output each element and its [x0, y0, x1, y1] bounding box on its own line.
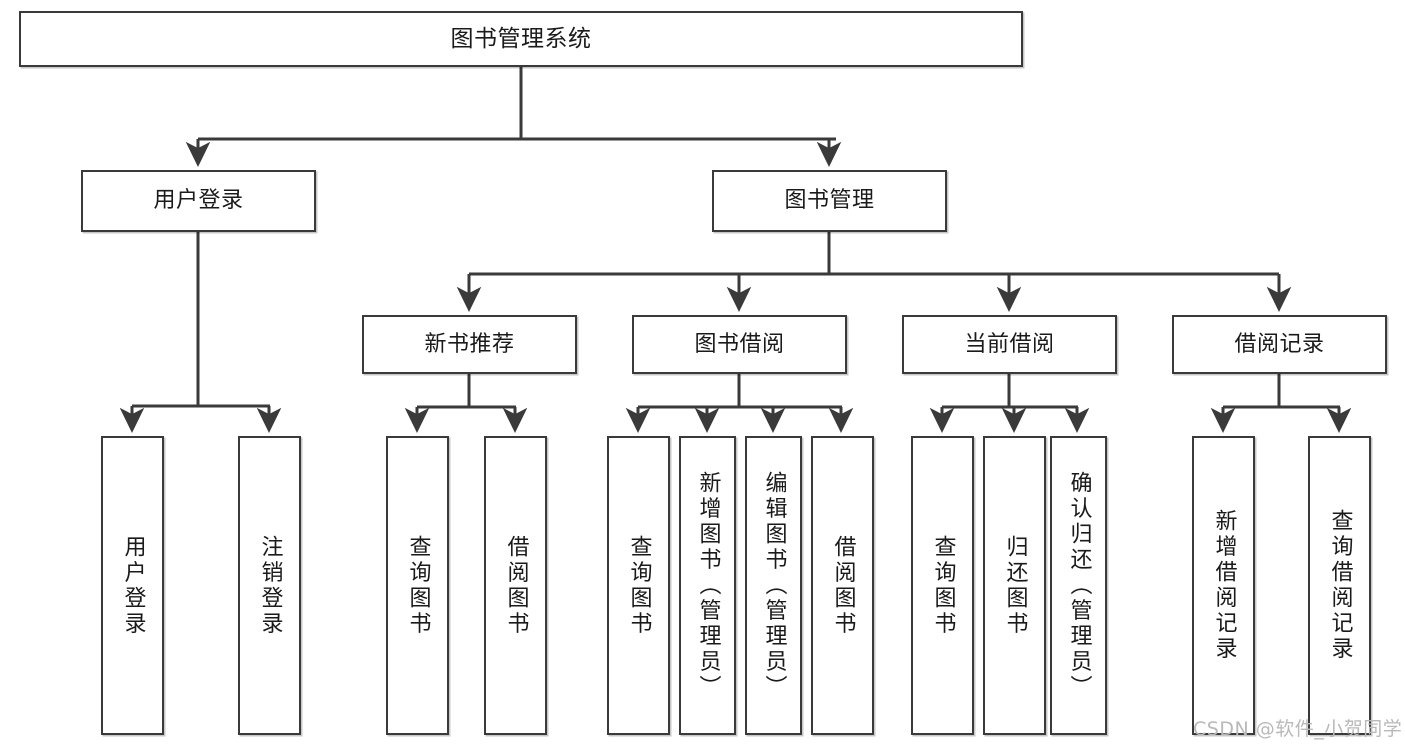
- node-leaf-user-login-label: 用户登录: [120, 534, 146, 637]
- node-borrow-record[interactable]: 借阅记录: [1172, 315, 1387, 374]
- node-borrow-record-label: 借阅记录: [1234, 331, 1325, 357]
- node-current-borrow-label: 当前借阅: [964, 331, 1055, 357]
- node-leaf-return-book[interactable]: 归还图书: [983, 436, 1046, 735]
- node-new-book-recommend[interactable]: 新书推荐: [362, 315, 577, 374]
- node-book-borrow-label: 图书借阅: [694, 331, 785, 357]
- node-leaf-query-book-recommend-label: 查询图书: [405, 534, 431, 637]
- node-leaf-confirm-return-admin-label: 确认归还（管理员）: [1066, 470, 1092, 701]
- node-book-borrow[interactable]: 图书借阅: [632, 315, 847, 374]
- node-leaf-edit-book-admin-label: 编辑图书（管理员）: [761, 470, 787, 701]
- node-current-borrow[interactable]: 当前借阅: [902, 315, 1117, 374]
- node-leaf-borrow-book[interactable]: 借阅图书: [811, 436, 874, 735]
- node-leaf-query-borrow-record-label: 查询借阅记录: [1327, 509, 1353, 662]
- node-book-management[interactable]: 图书管理: [712, 170, 947, 232]
- node-leaf-borrow-book-recommend-label: 借阅图书: [503, 534, 529, 637]
- node-leaf-query-borrow-record[interactable]: 查询借阅记录: [1308, 436, 1371, 735]
- csdn-watermark: CSDN @软件_小贺同学: [1193, 718, 1403, 740]
- node-leaf-query-book-current[interactable]: 查询图书: [911, 436, 974, 735]
- node-new-book-recommend-label: 新书推荐: [424, 331, 515, 357]
- node-root[interactable]: 图书管理系统: [19, 11, 1023, 67]
- node-leaf-borrow-book-label: 借阅图书: [830, 534, 856, 637]
- node-root-label: 图书管理系统: [450, 25, 592, 52]
- node-leaf-query-book-borrow-label: 查询图书: [626, 534, 652, 637]
- node-leaf-user-logout[interactable]: 注销登录: [238, 436, 301, 735]
- node-leaf-add-borrow-record-label: 新增借阅记录: [1211, 509, 1237, 662]
- node-leaf-user-logout-label: 注销登录: [257, 534, 283, 637]
- node-leaf-query-book-current-label: 查询图书: [930, 534, 956, 637]
- node-user-login[interactable]: 用户登录: [81, 170, 316, 232]
- node-leaf-return-book-label: 归还图书: [1002, 534, 1028, 637]
- node-leaf-add-book-admin-label: 新增图书（管理员）: [695, 470, 721, 701]
- node-book-management-label: 图书管理: [784, 188, 875, 214]
- node-leaf-query-book-recommend[interactable]: 查询图书: [386, 436, 449, 735]
- node-leaf-add-borrow-record[interactable]: 新增借阅记录: [1192, 436, 1255, 735]
- node-leaf-confirm-return-admin[interactable]: 确认归还（管理员）: [1050, 436, 1107, 735]
- node-leaf-borrow-book-recommend[interactable]: 借阅图书: [484, 436, 547, 735]
- node-user-login-label: 用户登录: [153, 188, 244, 214]
- node-leaf-query-book-borrow[interactable]: 查询图书: [607, 436, 670, 735]
- node-leaf-add-book-admin[interactable]: 新增图书（管理员）: [679, 436, 736, 735]
- node-leaf-user-login[interactable]: 用户登录: [101, 436, 164, 735]
- node-leaf-edit-book-admin[interactable]: 编辑图书（管理员）: [745, 436, 802, 735]
